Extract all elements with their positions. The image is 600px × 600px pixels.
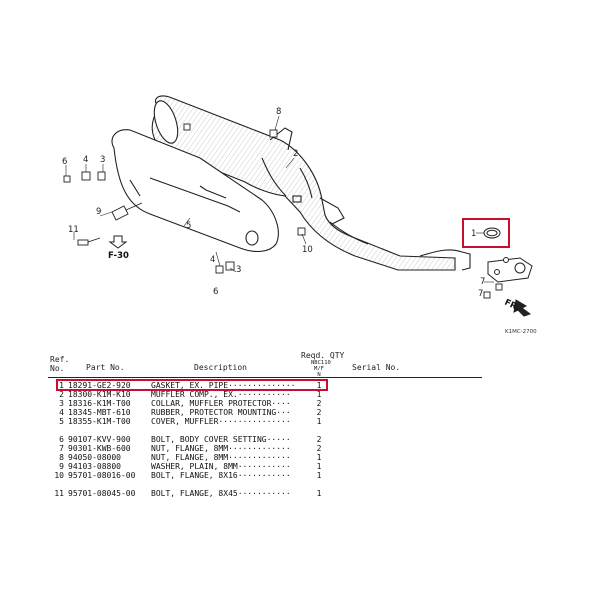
table-row: 3 18316-K1M-T00 COLLAR, MUFFLER PROTECTO… — [0, 399, 600, 408]
part-no: 94050-08000 — [68, 453, 121, 462]
muffler-comp — [151, 95, 456, 271]
callout-3-top: 3 — [100, 155, 105, 165]
part-no: 18300-K1M-K10 — [68, 390, 131, 399]
description: BOLT, BODY COVER SETTING····· — [151, 435, 291, 444]
description: MUFFLER COMP., EX.··········· — [151, 390, 291, 399]
header-ref-no: Ref.No. — [50, 355, 69, 373]
table-row: 6 90107-KVV-900 BOLT, BODY COVER SETTING… — [0, 435, 600, 444]
qty: 1 — [316, 489, 322, 498]
qty: 1 — [316, 462, 322, 471]
f30-label: F-30 — [108, 251, 129, 261]
description: BOLT, FLANGE, 8X16··········· — [151, 471, 291, 480]
header-description: Description — [194, 363, 247, 372]
table-row: 1 18291-GE2-920 GASKET, EX. PIPE········… — [0, 381, 600, 390]
callout-8: 8 — [276, 107, 281, 117]
callout-9: 9 — [96, 207, 101, 217]
callout-leaders — [65, 115, 494, 283]
header-model-line3: N — [317, 372, 321, 378]
ref-no: 5 — [59, 417, 64, 426]
callout-5: 5 — [186, 221, 191, 231]
table-row: 9 94103-08800 WASHER, PLAIN, 8MM········… — [0, 462, 600, 471]
callout-10: 10 — [302, 245, 313, 255]
description: BOLT, FLANGE, 8X45··········· — [151, 489, 291, 498]
description: NUT, FLANGE, 8MM············· — [151, 444, 291, 453]
table-row: 11 95701-08045-00 BOLT, FLANGE, 8X45····… — [0, 489, 600, 498]
exhaust-pipe — [329, 221, 471, 271]
ref-no: 4 — [59, 408, 64, 417]
header-ref: Ref. — [50, 355, 70, 364]
muffler-cover — [111, 129, 279, 253]
qty: 1 — [316, 417, 322, 426]
callout-7-bottom: 7 — [478, 289, 483, 299]
callout-7-top: 7 — [480, 277, 485, 287]
part-no: 18316-K1M-T00 — [68, 399, 131, 408]
table-row: 8 94050-08000 NUT, FLANGE, 8MM··········… — [0, 453, 600, 462]
qty: 2 — [316, 444, 322, 453]
hardware-items — [63, 123, 503, 299]
callout-11: 11 — [68, 225, 79, 235]
qty: 1 — [316, 390, 322, 399]
part-no: 90107-KVV-900 — [68, 435, 131, 444]
exhaust-flange — [487, 257, 533, 283]
description: NUT, FLANGE, 8MM············· — [151, 453, 291, 462]
qty: 1 — [316, 381, 322, 390]
ref-no: 9 — [59, 462, 64, 471]
callout-6-bottom: 6 — [213, 287, 218, 297]
table-row: 10 95701-08016-00 BOLT, FLANGE, 8X16····… — [0, 471, 600, 480]
callout-6-top: 6 — [62, 157, 67, 167]
ref-no: 11 — [54, 489, 64, 498]
description: WASHER, PLAIN, 8MM··········· — [151, 462, 291, 471]
callout-4: 4 — [83, 155, 88, 165]
ref-no: 1 — [59, 381, 64, 390]
part-no: 94103-08800 — [68, 462, 121, 471]
qty: 2 — [316, 435, 322, 444]
callout-2: 2 — [293, 149, 298, 159]
table-row: 5 18355-K1M-T00 COVER, MUFFLER··········… — [0, 417, 600, 426]
qty: 1 — [316, 471, 322, 480]
callout-3-bottom: 3 — [236, 265, 241, 275]
table-row: 7 90301-KWB-600 NUT, FLANGE, 8MM········… — [0, 444, 600, 453]
description: GASKET, EX. PIPE·············· — [151, 381, 296, 390]
part-no: 18355-K1M-T00 — [68, 417, 131, 426]
description: RUBBER, PROTECTOR MOUNTING··· — [151, 408, 291, 417]
ref-no: 10 — [54, 471, 64, 480]
callout-1: 1 — [471, 229, 476, 239]
header-model-line2: M/F — [314, 366, 324, 372]
header-part-no: Part No. — [86, 363, 125, 372]
callout-4-bottom: 4 — [210, 255, 215, 265]
qty: 1 — [316, 453, 322, 462]
gasket-highlight-box — [462, 218, 510, 248]
header-model-line1: NBC110 — [311, 360, 331, 366]
header-serial-no: Serial No. — [352, 363, 401, 372]
description: COVER, MUFFLER··············· — [151, 417, 291, 426]
ref-no: 3 — [59, 399, 64, 408]
f30-reference-arrow — [108, 235, 128, 249]
qty: 2 — [316, 399, 322, 408]
ref-no: 8 — [59, 453, 64, 462]
exploded-parts-diagram: 6 4 3 9 11 5 4 3 6 8 2 10 1 7 7 F-30 FR.… — [62, 95, 537, 335]
row-highlight-box — [56, 379, 328, 391]
description: COLLAR, MUFFLER PROTECTOR···· — [151, 399, 291, 408]
table-row: 4 18345-MBT-610 RUBBER, PROTECTOR MOUNTI… — [0, 408, 600, 417]
part-no: 90301-KWB-600 — [68, 444, 131, 453]
ref-no: 2 — [59, 390, 64, 399]
part-no: 18291-GE2-920 — [68, 381, 131, 390]
ref-no: 7 — [59, 444, 64, 453]
part-no: 18345-MBT-610 — [68, 408, 131, 417]
front-direction-arrow — [513, 299, 532, 317]
part-no: 95701-08045-00 — [68, 489, 136, 498]
qty: 2 — [316, 408, 322, 417]
figure-code: K1MC-2700 — [505, 329, 537, 335]
table-row: 2 18300-K1M-K10 MUFFLER COMP., EX.······… — [0, 390, 600, 399]
ref-no: 6 — [59, 435, 64, 444]
header-no: No. — [50, 364, 65, 373]
header-rule — [48, 377, 482, 378]
header-reqd-qty: Reqd. QTY — [301, 351, 345, 360]
part-no: 95701-08016-00 — [68, 471, 136, 480]
